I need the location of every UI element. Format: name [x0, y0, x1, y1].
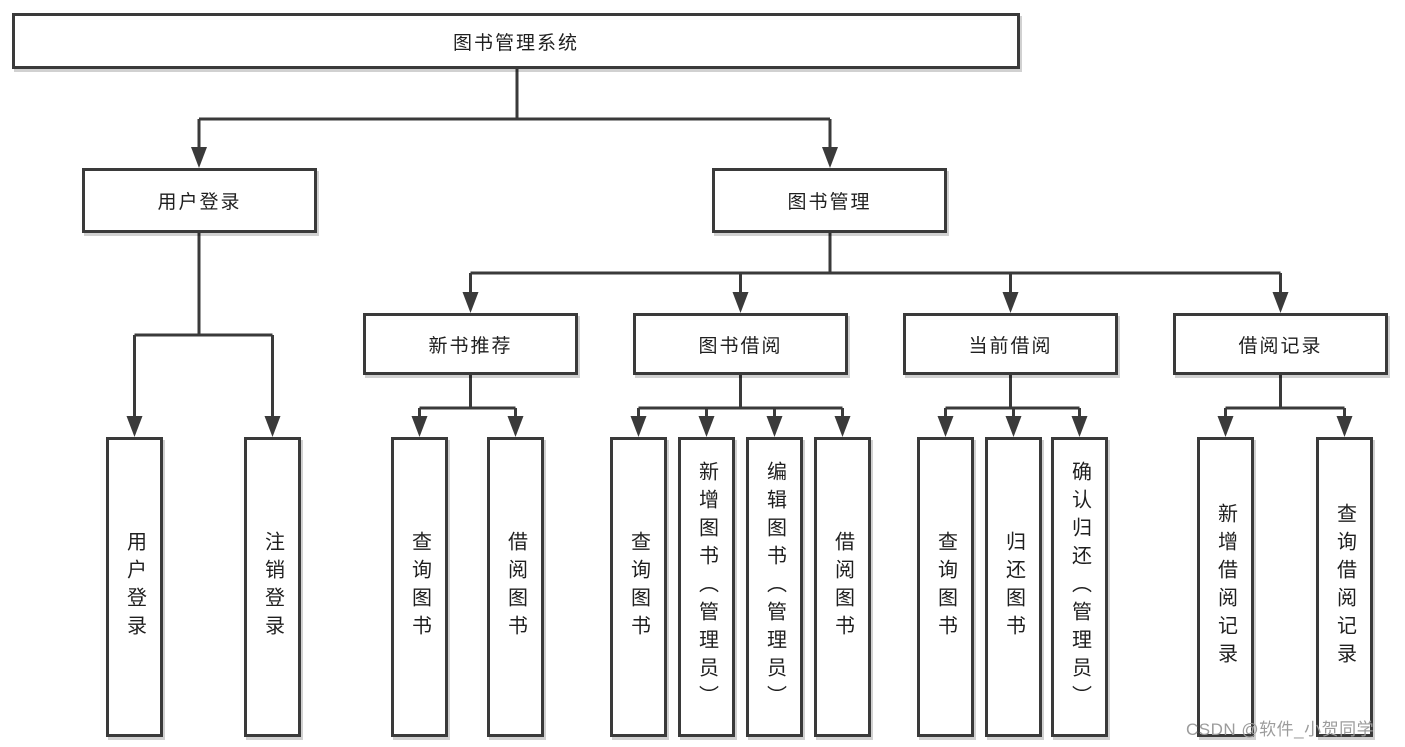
arrowheads: [126, 147, 1353, 437]
leaf-bookborrow-query: 查询图书: [610, 437, 667, 737]
node-new-books: 新书推荐: [363, 313, 578, 375]
leaf-current-confirm-label: 确认归还（管理员）: [1068, 461, 1091, 713]
node-current-borrow: 当前借阅: [903, 313, 1118, 375]
node-book-borrow-label: 图书借阅: [698, 335, 783, 357]
leaf-bookborrow-borrow: 借阅图书: [814, 437, 871, 737]
arrowhead-icon: [411, 416, 428, 437]
leaf-bookborrow-add-label: 新增图书（管理员）: [695, 461, 718, 713]
arrowhead-icon: [1217, 416, 1234, 437]
leaf-newbooks-query: 查询图书: [391, 437, 448, 737]
arrowhead-icon: [1336, 416, 1353, 437]
leaf-bookborrow-query-label: 查询图书: [627, 531, 650, 643]
leaf-records-query: 查询借阅记录: [1316, 437, 1373, 737]
leaf-user-login: 用户登录: [106, 437, 163, 737]
leaf-current-confirm: 确认归还（管理员）: [1051, 437, 1108, 737]
node-current-borrow-label: 当前借阅: [968, 335, 1053, 357]
leaf-current-query-label: 查询图书: [934, 531, 957, 643]
arrowhead-icon: [507, 416, 524, 437]
node-book-borrow: 图书借阅: [633, 313, 848, 375]
leaf-newbooks-borrow: 借阅图书: [487, 437, 544, 737]
node-borrow-records-label: 借阅记录: [1238, 335, 1323, 357]
arrowhead-icon: [698, 416, 715, 437]
node-user-login-label: 用户登录: [157, 192, 242, 213]
leaf-records-query-label: 查询借阅记录: [1333, 503, 1356, 671]
arrowhead-icon: [766, 416, 783, 437]
edge-userlogin-to-leaves: [133, 233, 274, 419]
leaf-current-return: 归还图书: [985, 437, 1042, 737]
arrowhead-icon: [191, 147, 207, 168]
arrowhead-icon: [732, 292, 749, 313]
leaf-logout-label: 注销登录: [261, 531, 284, 643]
edge-root-to-level2: [197, 69, 832, 150]
arrowhead-icon: [822, 147, 838, 168]
leaf-newbooks-query-label: 查询图书: [408, 531, 431, 643]
edge-newbooks-to-leaves: [418, 375, 517, 419]
leaf-current-query: 查询图书: [917, 437, 974, 737]
node-root-label: 图书管理系统: [452, 32, 579, 54]
leaf-user-login-label: 用户登录: [123, 531, 146, 643]
arrowhead-icon: [264, 416, 281, 437]
arrowhead-icon: [1071, 416, 1088, 437]
node-book-mgmt-label: 图书管理: [787, 192, 872, 213]
leaf-bookborrow-borrow-label: 借阅图书: [831, 531, 854, 643]
arrowhead-icon: [1272, 292, 1289, 313]
leaf-records-add-label: 新增借阅记录: [1214, 503, 1237, 671]
leaf-current-return-label: 归还图书: [1002, 531, 1025, 643]
arrowhead-icon: [1005, 416, 1022, 437]
edge-bookmgmt-to-level3: [469, 233, 1282, 295]
leaf-bookborrow-edit-label: 编辑图书（管理员）: [763, 461, 786, 713]
arrowhead-icon: [462, 292, 479, 313]
node-borrow-records: 借阅记录: [1173, 313, 1388, 375]
edge-bookborrow-to-leaves: [637, 375, 844, 419]
node-root: 图书管理系统: [12, 13, 1020, 69]
node-user-login: 用户登录: [82, 168, 317, 233]
leaf-bookborrow-add: 新增图书（管理员）: [678, 437, 735, 737]
arrowhead-icon: [630, 416, 647, 437]
arrowhead-icon: [937, 416, 954, 437]
edge-borrowrecords-to-leaves: [1224, 375, 1346, 419]
csdn-watermark: CSDN @软件_小贺同学: [1186, 720, 1375, 739]
arrowhead-icon: [1002, 292, 1019, 313]
leaf-bookborrow-edit: 编辑图书（管理员）: [746, 437, 803, 737]
leaf-newbooks-borrow-label: 借阅图书: [504, 531, 527, 643]
node-book-mgmt: 图书管理: [712, 168, 947, 233]
arrowhead-icon: [126, 416, 143, 437]
arrowhead-icon: [834, 416, 851, 437]
node-new-books-label: 新书推荐: [428, 335, 513, 357]
edge-currentborrow-to-leaves: [944, 375, 1081, 419]
leaf-records-add: 新增借阅记录: [1197, 437, 1254, 737]
leaf-logout: 注销登录: [244, 437, 301, 737]
